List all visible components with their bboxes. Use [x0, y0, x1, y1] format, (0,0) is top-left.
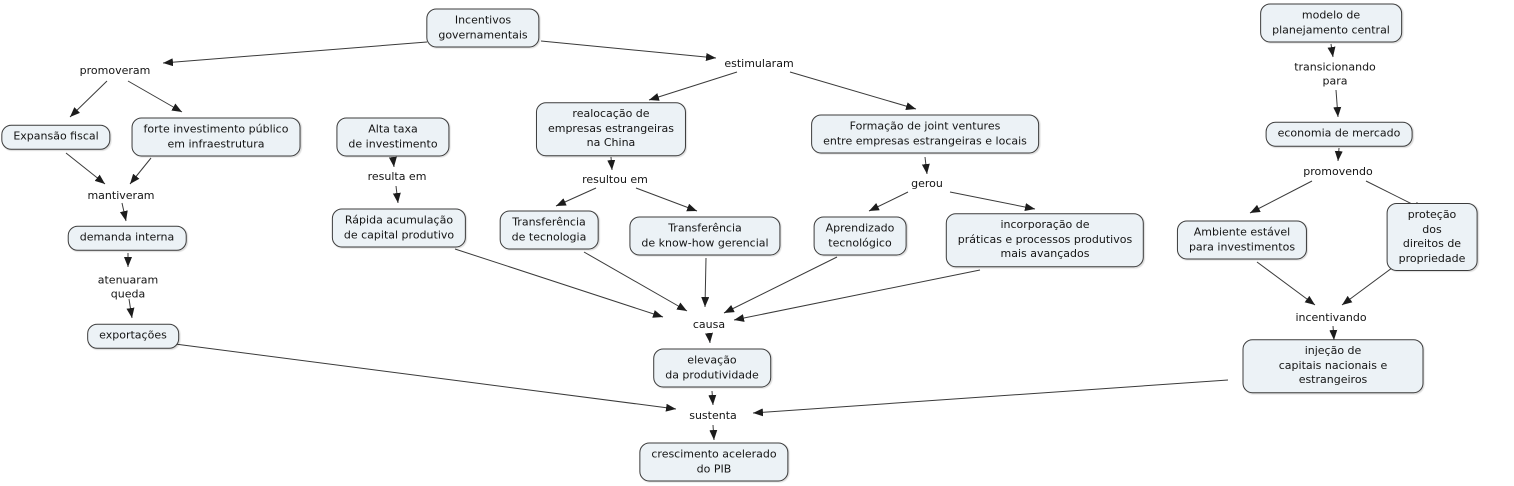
- edge-incentivos-to-promoveram: [162, 41, 428, 67]
- concept-expansao-fiscal[interactable]: Expansão fiscal: [1, 124, 111, 150]
- edge-exportacoes-to-sustenta: [174, 343, 677, 412]
- edge-resultou-em-to-transf-tecnologia: [555, 187, 597, 207]
- linking-phrase-sustenta[interactable]: sustenta: [689, 409, 737, 423]
- linking-phrase-estimularam[interactable]: estimularam: [724, 57, 794, 71]
- edge-economia-to-promovendo: [1334, 147, 1343, 162]
- edge-expansao-fiscal-to-mantiveram: [65, 152, 106, 185]
- concept-elevacao-produtividade[interactable]: elevação da produtividade: [653, 348, 771, 388]
- edge-transf-tecnologia-to-causa: [583, 251, 688, 312]
- edge-aprendizado-to-causa: [723, 256, 838, 314]
- edge-estimularam-to-realocacao: [648, 71, 738, 101]
- linking-phrase-mantiveram[interactable]: mantiveram: [87, 189, 155, 203]
- linking-phrase-resulta-em[interactable]: resulta em: [367, 170, 427, 184]
- concept-incentivos-governamentais[interactable]: Incentivos governamentais: [426, 8, 540, 48]
- linking-phrase-transicionando-para[interactable]: transicionando para: [1294, 60, 1376, 87]
- edge-estimularam-to-formacao-jv: [789, 71, 917, 111]
- linking-phrase-resultou-em[interactable]: resultou em: [582, 173, 648, 187]
- concept-economia-de-mercado[interactable]: economia de mercado: [1265, 121, 1413, 147]
- edge-injecao-capitais-to-sustenta: [752, 379, 1229, 417]
- edge-atenuaram-queda-to-exportacoes: [126, 298, 135, 319]
- linking-phrase-causa[interactable]: causa: [692, 318, 726, 332]
- edge-promoveram-to-forte-investimento: [127, 80, 183, 113]
- edge-promovendo-to-ambiente-estavel: [1249, 180, 1313, 214]
- edge-transicionando-to-economia: [1333, 89, 1342, 118]
- edge-rapida-acumulacao-to-causa: [454, 248, 664, 318]
- concept-injecao-capitais[interactable]: injeção de capitais nacionais e estrange…: [1242, 339, 1424, 393]
- linking-phrase-gerou[interactable]: gerou: [911, 177, 943, 191]
- edge-mantiveram-to-demanda-interna: [119, 202, 128, 222]
- edge-ambiente-estavel-to-incentivando: [1256, 261, 1316, 306]
- concept-crescimento-acelerado-pib[interactable]: crescimento acelerado do PIB: [639, 442, 789, 482]
- concept-transferencia-knowhow[interactable]: Transferência de know-how gerencial: [629, 216, 781, 256]
- concept-protecao-direitos-propriedade[interactable]: proteção dos direitos de propriedade: [1386, 202, 1478, 272]
- edge-incorporacao-to-causa: [733, 269, 981, 322]
- edge-sustenta-to-crescimento-pib: [709, 424, 718, 441]
- linking-phrase-atenuaram-queda[interactable]: atenuaram queda: [97, 273, 159, 300]
- concept-alta-taxa-investimento[interactable]: Alta taxa de investimento: [336, 117, 450, 157]
- concept-aprendizado-tecnologico[interactable]: Aprendizado tecnológico: [813, 216, 907, 256]
- edge-incentivos-to-estimularam: [540, 40, 717, 62]
- concept-rapida-acumulacao-capital[interactable]: Rápida acumulação de capital produtivo: [331, 208, 467, 248]
- edge-resultou-em-to-transf-knowhow: [635, 187, 698, 212]
- edge-incentivando-to-injecao-capitais: [1329, 325, 1338, 341]
- concept-incorporacao-praticas[interactable]: incorporação de práticas e processos pro…: [945, 213, 1145, 267]
- concept-transferencia-tecnologia[interactable]: Transferência de tecnologia: [499, 210, 599, 250]
- edge-forte-investimento-to-mantiveram: [129, 157, 152, 185]
- concept-realocacao-empresas-estrangeiras[interactable]: realocação de empresas estrangeiras na C…: [535, 102, 687, 156]
- concept-demanda-interna[interactable]: demanda interna: [67, 225, 187, 251]
- edge-realocacao-to-resultou-em: [607, 156, 616, 171]
- edge-elevacao-to-sustenta: [708, 390, 717, 406]
- edge-gerou-to-incorporacao: [949, 191, 1036, 211]
- edge-resulta-em-to-rapida-acumulacao: [392, 185, 401, 204]
- concept-formacao-joint-ventures[interactable]: Formação de joint ventures entre empresa…: [811, 114, 1039, 154]
- concept-exportacoes[interactable]: exportações: [87, 323, 179, 349]
- edge-promoveram-to-expansao-fiscal: [69, 80, 108, 118]
- linking-phrase-promoveram[interactable]: promoveram: [79, 64, 151, 78]
- edge-transf-knowhow-to-causa: [701, 257, 710, 308]
- edge-gerou-to-aprendizado: [868, 191, 909, 212]
- concept-ambiente-estavel[interactable]: Ambiente estável para investimentos: [1176, 220, 1308, 260]
- concept-modelo-planejamento-central[interactable]: modelo de planejamento central: [1260, 3, 1402, 43]
- edge-formacao-jv-to-gerou: [921, 156, 930, 175]
- edge-modelo-to-transicionando: [1327, 43, 1336, 58]
- linking-phrase-promovendo[interactable]: promovendo: [1303, 165, 1373, 179]
- edge-alta-taxa-to-resulta-em: [388, 156, 397, 168]
- concept-forte-investimento-publico[interactable]: forte investimento público em infraestru…: [131, 117, 301, 157]
- linking-phrase-incentivando[interactable]: incentivando: [1295, 311, 1367, 325]
- edge-causa-to-elevacao: [705, 332, 713, 344]
